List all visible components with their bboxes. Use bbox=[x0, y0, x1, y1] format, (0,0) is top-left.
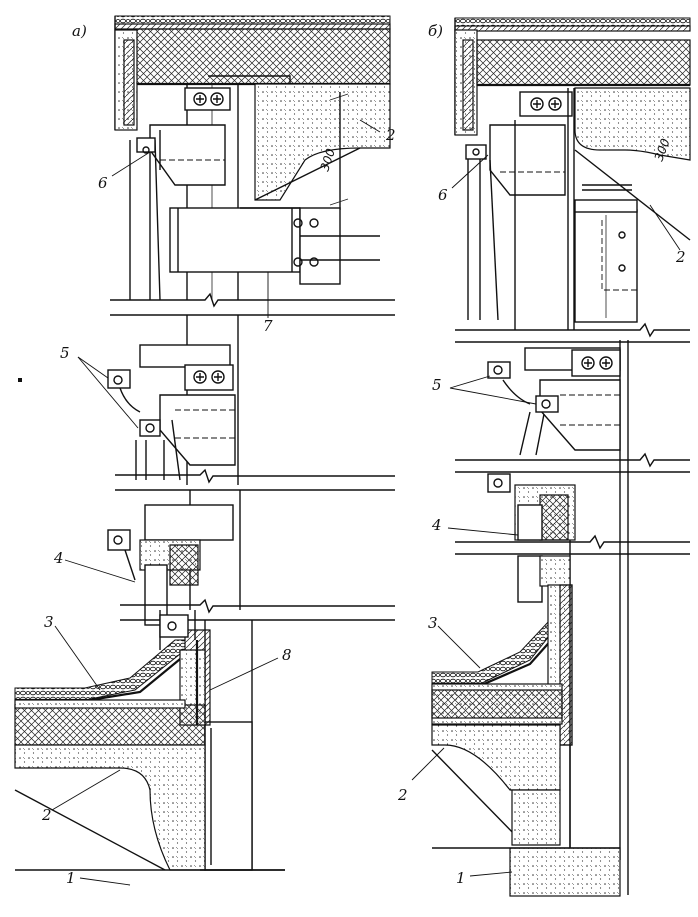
right-low-post bbox=[517, 555, 571, 603]
left-dim-300: 300 bbox=[318, 146, 339, 172]
right-callout-2-bottom: 2 bbox=[397, 786, 408, 804]
right-top-roof bbox=[454, 17, 691, 136]
right-lower-roof bbox=[431, 584, 573, 860]
left-beam-upper bbox=[254, 83, 391, 201]
left-callout-2-top: 2 bbox=[385, 126, 396, 144]
left-break-3 bbox=[120, 598, 395, 614]
left-callout-5: 5 bbox=[60, 344, 70, 362]
left-lower-roof bbox=[14, 610, 211, 746]
stray-mark bbox=[18, 378, 22, 382]
right-break-3 bbox=[455, 534, 690, 550]
left-mid-bracket bbox=[107, 344, 236, 481]
right-break-2 bbox=[455, 452, 690, 468]
left-low-bracket bbox=[107, 504, 234, 626]
right-break-1 bbox=[455, 322, 690, 338]
right-callout-1: 1 bbox=[456, 869, 466, 887]
left-break-1 bbox=[110, 292, 395, 308]
right-rods bbox=[465, 144, 499, 321]
right-callout-3: 3 bbox=[428, 614, 438, 632]
left-panel-letter: а) bbox=[72, 22, 87, 40]
left-callout-8: 8 bbox=[282, 646, 292, 664]
right-callout-5: 5 bbox=[432, 376, 442, 394]
left-callout-7: 7 bbox=[263, 317, 273, 335]
left-callout-6: 6 bbox=[98, 174, 108, 192]
left-callout-1: 1 bbox=[66, 869, 76, 887]
left-beam-lower bbox=[14, 744, 206, 871]
right-callout-4: 4 bbox=[431, 516, 442, 534]
panel-right: 300 bbox=[397, 17, 691, 897]
right-mid-bracket bbox=[487, 347, 621, 456]
right-panel-letter: б) bbox=[428, 22, 443, 40]
right-foundation bbox=[509, 847, 621, 897]
left-callout-4: 4 bbox=[53, 549, 64, 567]
left-rods bbox=[129, 130, 161, 301]
right-beam-upper bbox=[574, 87, 691, 161]
left-callout-3: 3 bbox=[44, 613, 54, 631]
left-upper-bracket bbox=[149, 87, 231, 186]
right-low-bracket bbox=[487, 473, 576, 541]
left-callout-2-bottom: 2 bbox=[41, 806, 52, 824]
left-break-2 bbox=[115, 468, 395, 484]
left-purlin bbox=[169, 207, 380, 285]
right-callout-6: 6 bbox=[438, 186, 448, 204]
panel-left: 300 bbox=[14, 15, 396, 887]
right-callout-2-top: 2 bbox=[675, 248, 686, 266]
right-beam-lower bbox=[431, 724, 561, 791]
right-upper-bracket bbox=[489, 91, 573, 196]
